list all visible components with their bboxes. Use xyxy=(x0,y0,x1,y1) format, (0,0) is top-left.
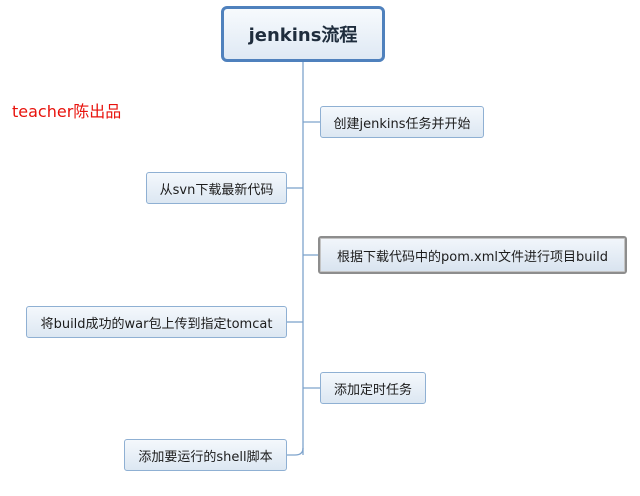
topic-upload-war-to-tomcat[interactable]: 将build成功的war包上传到指定tomcat xyxy=(26,306,287,338)
topic-create-jenkins-task[interactable]: 创建jenkins任务并开始 xyxy=(320,106,484,138)
topic-build-with-pom[interactable]: 根据下载代码中的pom.xml文件进行项目build xyxy=(318,236,627,274)
central-topic-jenkins-flow[interactable]: jenkins流程 xyxy=(221,6,385,62)
central-topic-label: jenkins流程 xyxy=(248,25,358,46)
topic-label: 创建jenkins任务并开始 xyxy=(333,116,471,132)
floating-author-label: teacher陈出品 xyxy=(12,102,122,121)
topic-download-from-svn[interactable]: 从svn下载最新代码 xyxy=(146,172,287,204)
topic-label: 根据下载代码中的pom.xml文件进行项目build xyxy=(337,249,608,265)
topic-label: 将build成功的war包上传到指定tomcat xyxy=(40,316,273,332)
topic-add-scheduled-task[interactable]: 添加定时任务 xyxy=(320,372,426,404)
topic-label: 从svn下载最新代码 xyxy=(159,182,274,198)
topic-add-shell-script[interactable]: 添加要运行的shell脚本 xyxy=(124,439,287,471)
topic-label: 添加要运行的shell脚本 xyxy=(138,449,273,465)
topic-label: 添加定时任务 xyxy=(333,382,412,398)
